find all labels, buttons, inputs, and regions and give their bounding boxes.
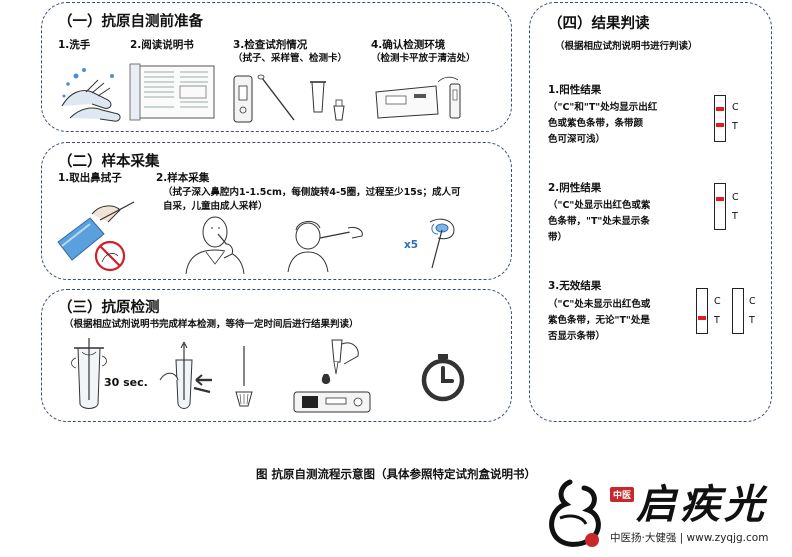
- result-negative-desc-1: （"C"处显示出红色或紫: [548, 200, 651, 211]
- dropper-cap-icon: [235, 346, 253, 407]
- hand-washing-icon: [61, 68, 121, 122]
- section-sampling-title: （二）样本采集: [58, 154, 160, 170]
- squeeze-swab-icon: [159, 341, 212, 409]
- section-result-title: （四）结果判读: [548, 16, 650, 32]
- watermark-footer: 中医扬·大健强 | www.zyqjg.com: [610, 532, 769, 544]
- sampling-instruction-line1: （拭子深入鼻腔内1-1.5cm，每侧旋转4-5圈，过程至少15s；成人可: [163, 187, 461, 198]
- strip-positive-c-label: C: [732, 102, 739, 113]
- step-read-manual-label: 2.阅读说明书: [130, 39, 194, 51]
- result-invalid-desc-1: （"C"处未显示出红色或: [548, 299, 651, 310]
- watermark-seal: 中医: [610, 487, 635, 502]
- step-check-reagent-label: 3.检查试剂情况: [233, 39, 308, 51]
- result-negative-desc-2: 色条带，"T"处未显示条: [548, 216, 650, 227]
- step-confirm-env-note: （检测卡平放于清洁处）: [371, 53, 476, 64]
- result-negative-title: 2.阴性结果: [548, 182, 602, 194]
- result-instruction: （根据相应试剂说明书进行判读）: [555, 41, 698, 52]
- sample-tube-icon: [71, 338, 107, 409]
- result-positive-desc-1: （"C"和"T"处均显示出红: [548, 102, 658, 113]
- result-invalid-desc-2: 紫色条带，无论"T"处是: [548, 315, 650, 326]
- testing-instruction: （根据相应试剂说明书完成样本检测，等待一定时间后进行结果判读）: [64, 319, 359, 330]
- strip-invalid-1-c-label: C: [714, 296, 721, 307]
- result-positive-desc-3: 色可深可浅）: [548, 134, 606, 145]
- sampling-instruction-line2: 自采，儿童由成人采样）: [163, 201, 268, 212]
- result-negative-desc-3: 带）: [548, 232, 568, 243]
- stopwatch-icon: [421, 354, 465, 402]
- wait-time-label: 30 sec.: [104, 376, 148, 389]
- step-wash-hands-label: 1.洗手: [58, 39, 91, 51]
- section-prepare-title: （一）抗原自测前准备: [58, 14, 203, 30]
- strip-invalid-2-c-label: C: [749, 296, 756, 307]
- section-result-panel: [529, 2, 772, 422]
- strip-invalid-with-t: [696, 288, 708, 334]
- step-check-reagent-note: （拭子、采样管、检测卡）: [233, 53, 348, 64]
- test-environment-icon: [375, 76, 461, 119]
- strip-negative-c-band: [716, 197, 724, 201]
- swab-package-icon: [57, 201, 135, 272]
- strip-invalid-empty: [732, 288, 744, 334]
- adult-self-sampling-icon: [185, 216, 245, 275]
- brush-logo-icon: [549, 479, 601, 547]
- section-prepare-panel: [41, 2, 512, 132]
- step-take-swab-label: 1.取出鼻拭子: [58, 172, 122, 184]
- strip-invalid-t-band: [698, 316, 706, 320]
- result-positive-desc-2: 色或紫色条带，条带颜: [548, 118, 644, 129]
- result-invalid-title: 3.无效结果: [548, 280, 602, 292]
- instruction-manual-icon: [129, 63, 215, 121]
- strip-positive: [714, 95, 726, 142]
- strip-invalid-2-t-label: T: [749, 315, 755, 326]
- watermark-brand: 启疾光: [636, 481, 768, 528]
- section-sampling-panel: [41, 142, 512, 280]
- section-testing-panel: [41, 289, 512, 422]
- strip-positive-t-label: T: [732, 121, 738, 132]
- result-positive-title: 1.阳性结果: [548, 84, 602, 96]
- rotate-count-label: x5: [404, 239, 419, 251]
- section-testing-title: （三）抗原检测: [58, 300, 160, 316]
- strip-negative-t-label: T: [732, 211, 738, 222]
- step-sample-collect-label: 2.样本采集: [156, 172, 210, 184]
- drop-on-card-icon: [293, 339, 371, 413]
- strip-invalid-1-t-label: T: [714, 315, 720, 326]
- figure-caption: 图 抗原自测流程示意图（具体参照特定试剂盒说明书）: [255, 467, 536, 481]
- strip-negative: [714, 183, 726, 230]
- strip-positive-c-band: [716, 107, 724, 111]
- child-sampling-icon: [287, 221, 363, 273]
- step-confirm-env-label: 4.确认检测环境: [371, 39, 446, 51]
- nose-rotation-icon: [429, 218, 455, 269]
- result-invalid-desc-3: 否显示条带）: [548, 331, 606, 342]
- reagent-kit-icon: [233, 74, 345, 123]
- strip-negative-c-label: C: [732, 192, 739, 203]
- strip-positive-t-band: [716, 123, 724, 127]
